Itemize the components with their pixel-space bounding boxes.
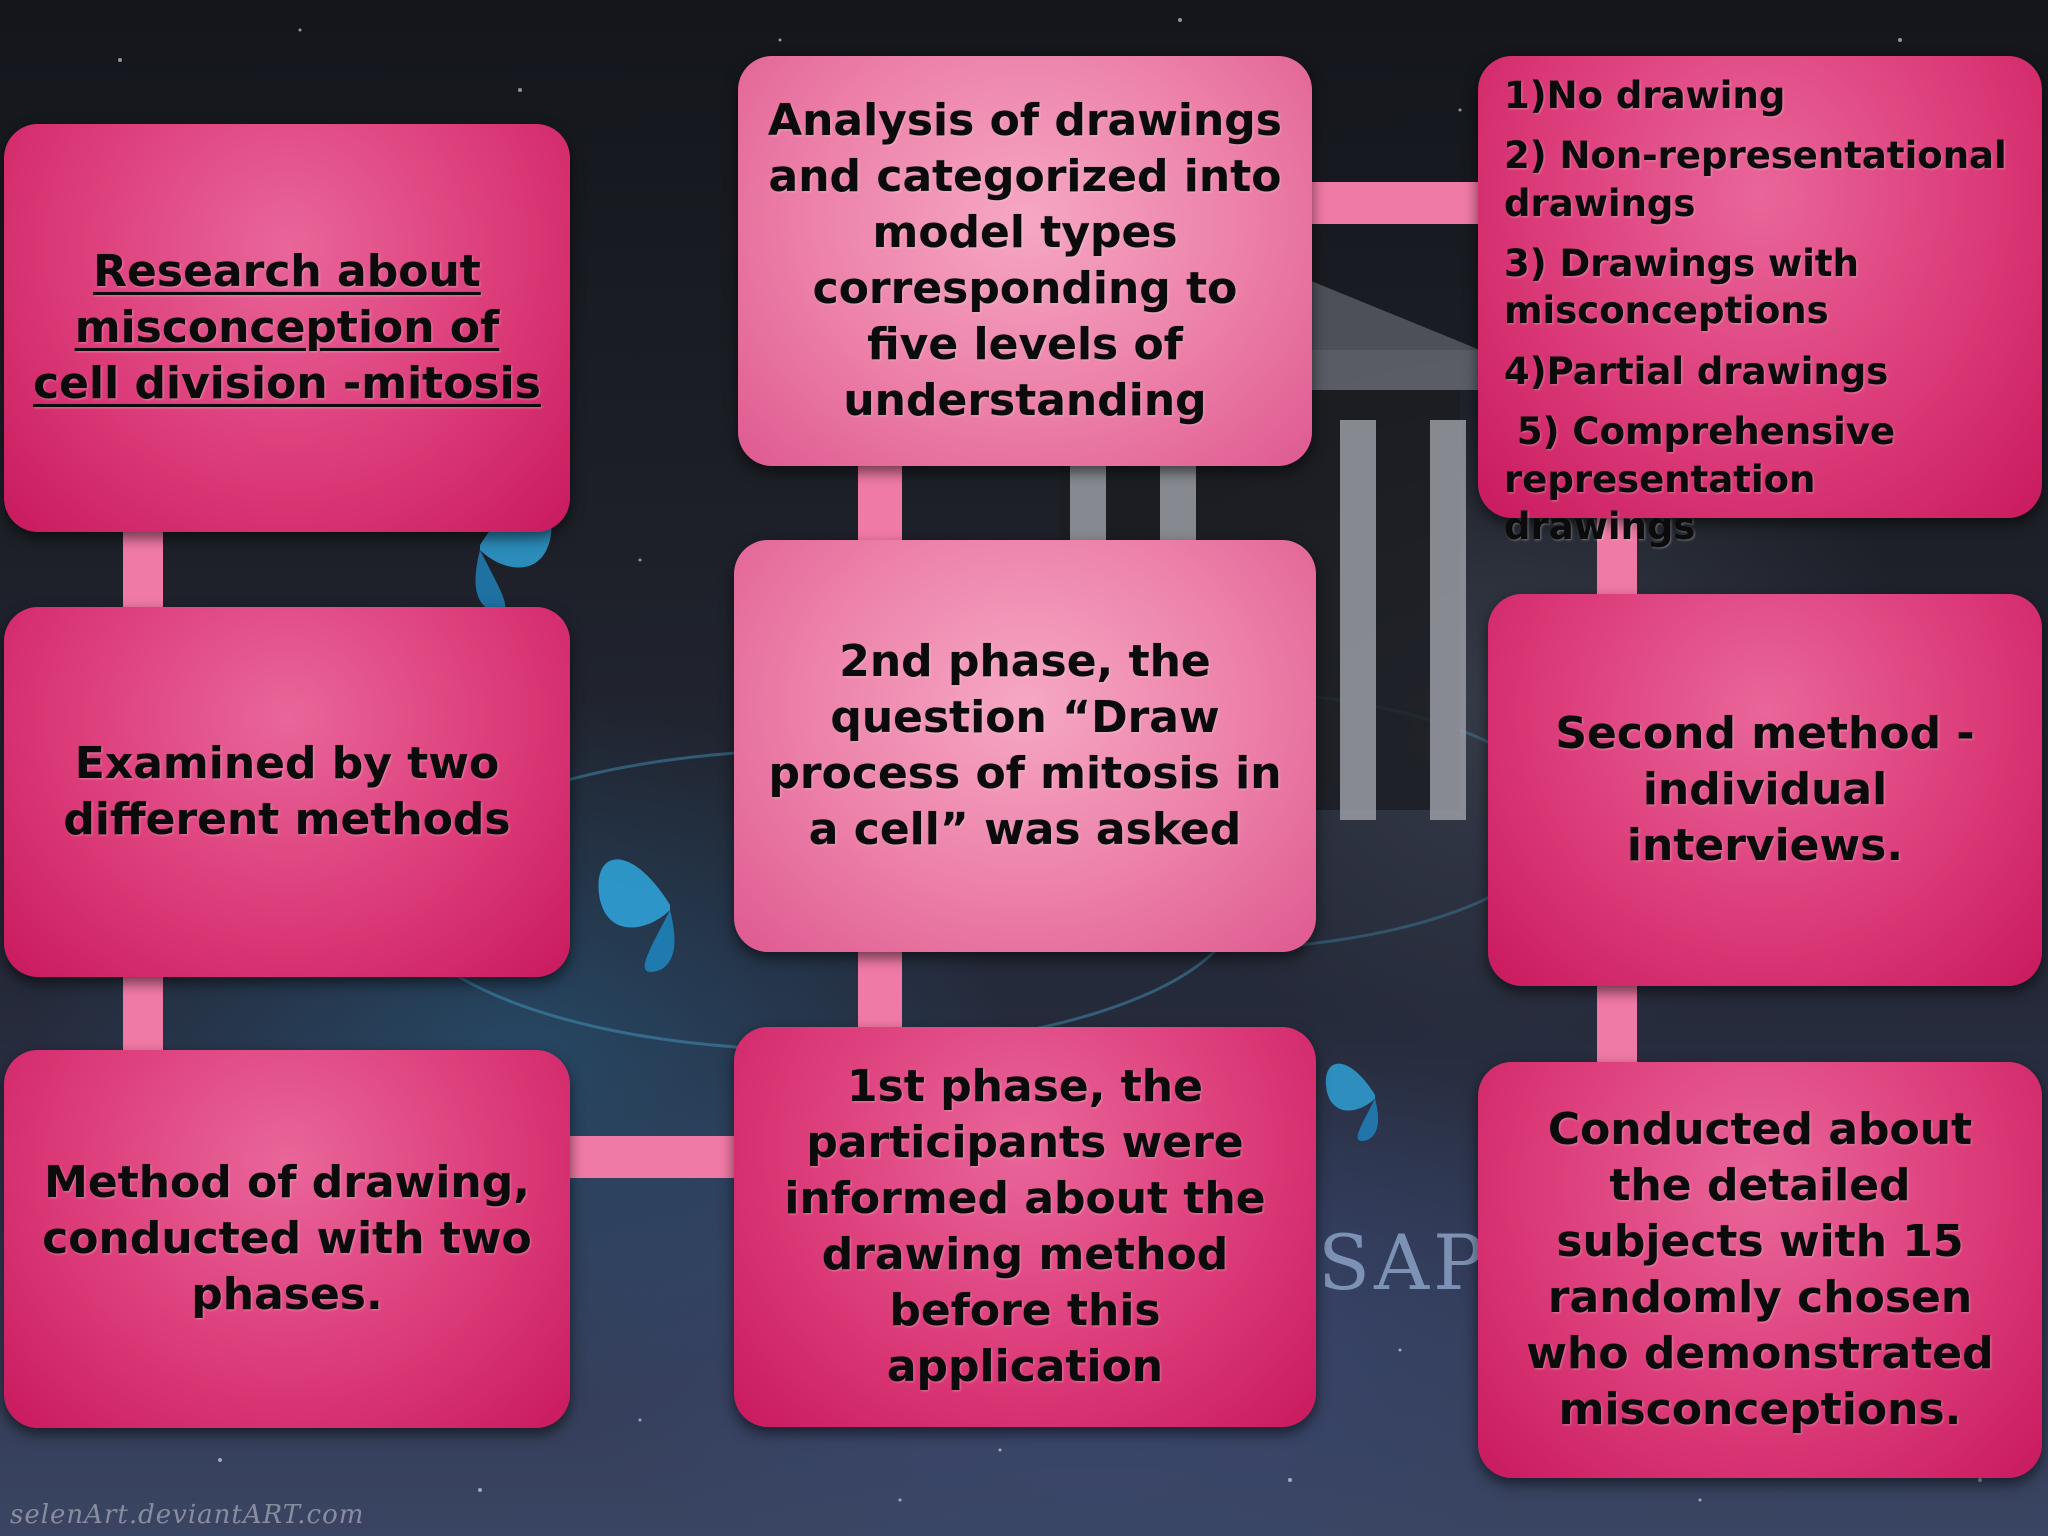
levels-list-box: 1)No drawing 2) Non-representational dra… xyxy=(1478,56,2042,548)
connector-phase2-analysis xyxy=(858,463,902,543)
research-title-box: Research about misconception of cell div… xyxy=(4,124,570,532)
second-method-text: Second method - individual interviews. xyxy=(1555,708,1975,871)
phase1-box: 1st phase, the participants were informe… xyxy=(734,1027,1316,1427)
sign-text: SAP xyxy=(1318,1218,1489,1307)
level-item-5: 5) Comprehensive representation drawings xyxy=(1504,410,1908,548)
connector-phase1-phase2 xyxy=(858,950,902,1030)
connector-method-phase1 xyxy=(570,1136,736,1178)
level-item-1: 1)No drawing xyxy=(1504,74,1786,117)
watermark: selenArt.deviantART.com xyxy=(10,1500,365,1530)
level-item-3: 3) Drawings with misconceptions xyxy=(1504,242,1859,333)
butterfly-icon xyxy=(598,859,675,972)
connector-levels-second xyxy=(1597,515,1637,597)
analysis-box: Analysis of drawings and categorized int… xyxy=(738,56,1312,466)
connector-second-conducted xyxy=(1597,985,1637,1065)
phase1-text: 1st phase, the participants were informe… xyxy=(784,1061,1266,1392)
research-title: Research about misconception of cell div… xyxy=(33,246,541,409)
analysis-text: Analysis of drawings and categorized int… xyxy=(768,95,1282,426)
level-item-2: 2) Non-representational drawings xyxy=(1504,134,2007,225)
connector-analysis-levels xyxy=(1310,182,1480,224)
method-drawing-text: Method of drawing, conducted with two ph… xyxy=(42,1157,532,1320)
level-item-4: 4)Partial drawings xyxy=(1504,349,1889,393)
conducted-box: Conducted about the detailed subjects wi… xyxy=(1478,1062,2042,1478)
connector-examined-method xyxy=(123,975,163,1053)
phase2-text: 2nd phase, the question “Draw process of… xyxy=(768,636,1282,855)
connector-research-examined xyxy=(123,530,163,612)
conducted-text: Conducted about the detailed subjects wi… xyxy=(1526,1104,1994,1435)
butterfly-icon xyxy=(1325,1063,1379,1142)
method-drawing-box: Method of drawing, conducted with two ph… xyxy=(4,1050,570,1428)
examined-text: Examined by two different methods xyxy=(63,738,511,845)
phase2-box: 2nd phase, the question “Draw process of… xyxy=(734,540,1316,952)
examined-box: Examined by two different methods xyxy=(4,607,570,977)
second-method-box: Second method - individual interviews. xyxy=(1488,594,2042,986)
